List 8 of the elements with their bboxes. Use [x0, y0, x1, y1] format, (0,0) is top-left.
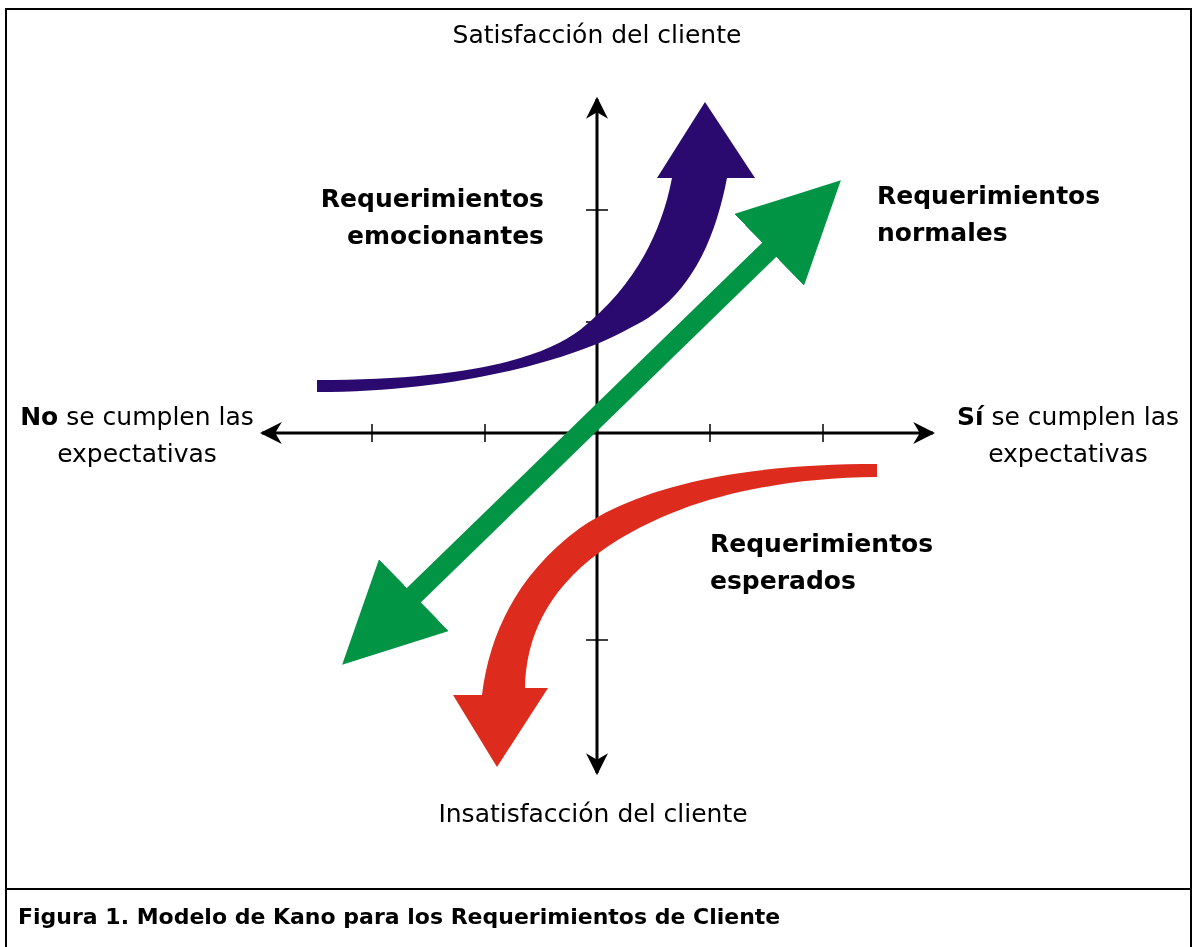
curve-label: Requerimientos emocionantes: [319, 183, 544, 252]
curve-label: Requerimientos esperados: [710, 528, 935, 597]
axis-title: Satisfacción del cliente: [451, 19, 743, 51]
axis-title: No se cumplen las expectativas: [19, 401, 255, 470]
curve-label: Requerimientos normales: [877, 180, 1102, 249]
axis-title: Sí se cumplen las expectativas: [955, 401, 1181, 470]
axis-title: Insatisfacción del cliente: [437, 798, 749, 830]
figure-caption: Figura 1. Modelo de Kano para los Requerimientos de Cliente: [18, 903, 781, 931]
